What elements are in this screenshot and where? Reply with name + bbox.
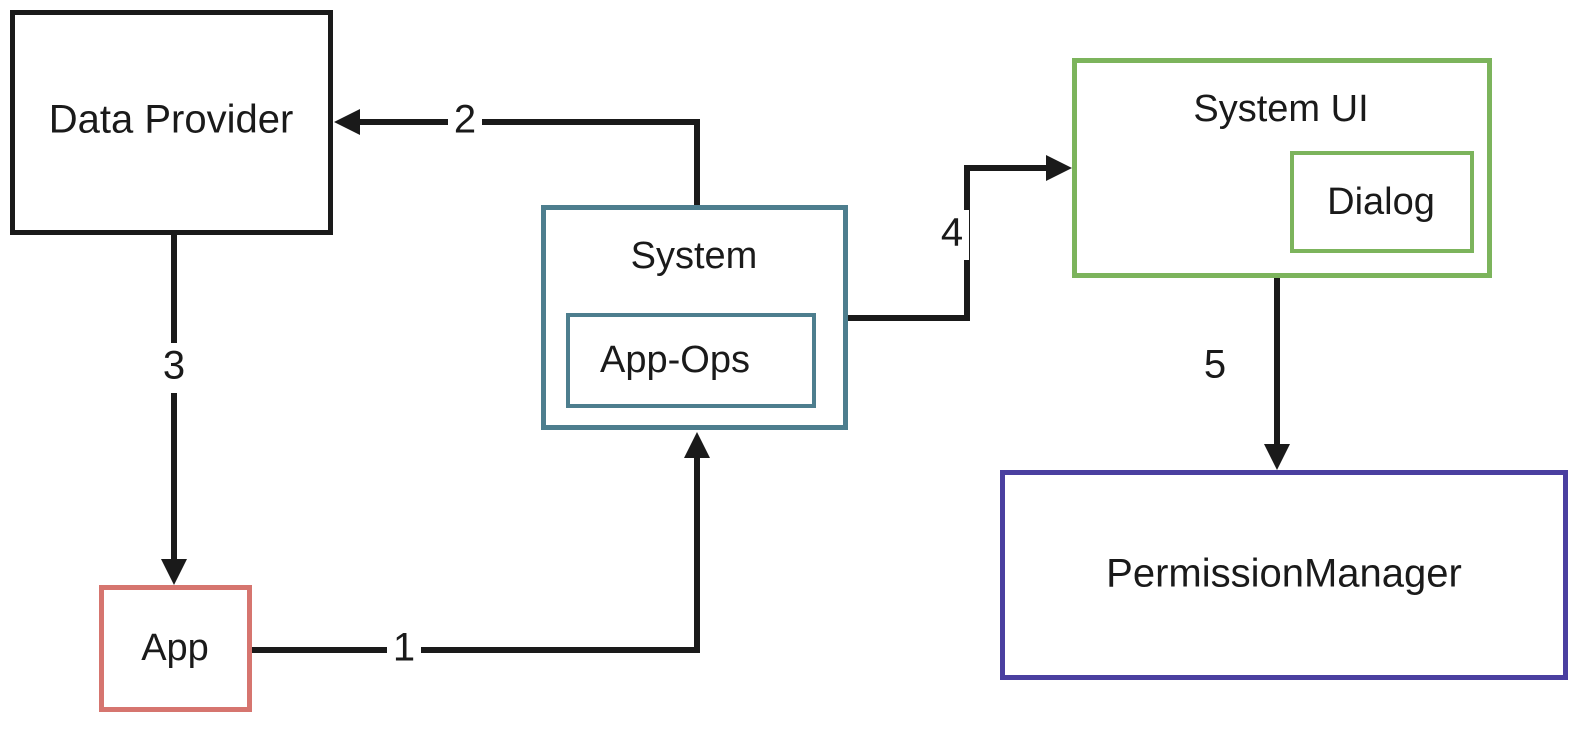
edge-label-5: 5 — [1204, 343, 1226, 387]
node-label-data-provider: Data Provider — [49, 98, 294, 142]
node-label-permission-manager: PermissionManager — [1106, 552, 1462, 596]
edge-label-knockout-3 — [157, 343, 191, 393]
node-app[interactable]: App — [99, 585, 252, 712]
node-label-app: App — [141, 627, 209, 669]
edge-1 — [252, 432, 710, 653]
edge-label-4: 4 — [941, 211, 963, 255]
edge-5 — [1264, 278, 1290, 470]
arrowhead-3 — [161, 559, 187, 585]
arrowhead-1 — [684, 432, 710, 458]
node-box-permission-manager[interactable] — [1000, 470, 1568, 680]
node-box-app[interactable] — [99, 585, 252, 712]
edge-label-3: 3 — [163, 344, 185, 388]
edge-label-group-5: 5 — [1204, 343, 1226, 387]
node-app-ops[interactable]: App-Ops — [566, 313, 816, 408]
node-permission-manager[interactable]: PermissionManager — [1000, 470, 1568, 680]
node-box-dialog[interactable] — [1290, 151, 1474, 253]
node-data-provider[interactable]: Data Provider — [10, 10, 333, 235]
edge-label-knockout-4 — [935, 210, 969, 260]
edge-label-group-4: 4 — [935, 210, 969, 260]
arrowhead-5 — [1264, 444, 1290, 470]
edge-line-2 — [346, 119, 700, 205]
edge-label-knockout-1 — [387, 627, 421, 673]
edge-label-group-3: 3 — [157, 343, 191, 393]
arrowhead-2 — [334, 109, 360, 135]
edge-label-group-1: 1 — [387, 626, 421, 673]
node-box-data-provider[interactable] — [10, 10, 333, 235]
node-label-system-ui: System UI — [1193, 88, 1368, 130]
node-label-system: System — [631, 235, 758, 277]
edge-label-knockout-2 — [448, 99, 482, 145]
node-label-app-ops: App-Ops — [600, 339, 750, 381]
edge-label-2: 2 — [454, 98, 476, 142]
node-dialog[interactable]: Dialog — [1290, 151, 1474, 253]
node-label-dialog: Dialog — [1327, 181, 1435, 223]
edge-labels-layer: 1 2 3 4 5 — [157, 98, 1226, 673]
node-box-app-ops[interactable] — [566, 313, 816, 408]
edge-label-group-2: 2 — [448, 98, 482, 145]
edge-3 — [161, 235, 187, 585]
edge-label-1: 1 — [393, 626, 415, 670]
edge-line-1 — [252, 443, 700, 653]
arrowhead-4 — [1046, 155, 1072, 181]
edge-2 — [334, 109, 700, 205]
